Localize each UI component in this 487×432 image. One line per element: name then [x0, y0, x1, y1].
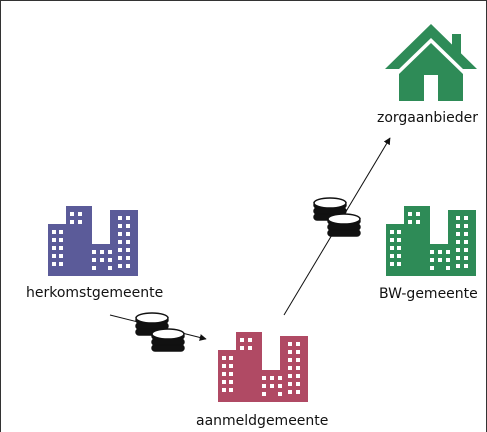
buildings-icon — [386, 206, 476, 276]
coins-icon — [135, 312, 185, 352]
coins-icon — [313, 197, 361, 237]
buildings-icon — [218, 332, 308, 402]
buildings-icon — [48, 206, 138, 276]
house-icon — [385, 24, 477, 101]
label-bw-gemeente: BW-gemeente — [379, 286, 478, 302]
label-herkomstgemeente: herkomstgemeente — [26, 285, 164, 301]
label-aanmeldgemeente: aanmeldgemeente — [196, 413, 329, 429]
label-zorgaanbieder: zorgaanbieder — [377, 110, 478, 126]
